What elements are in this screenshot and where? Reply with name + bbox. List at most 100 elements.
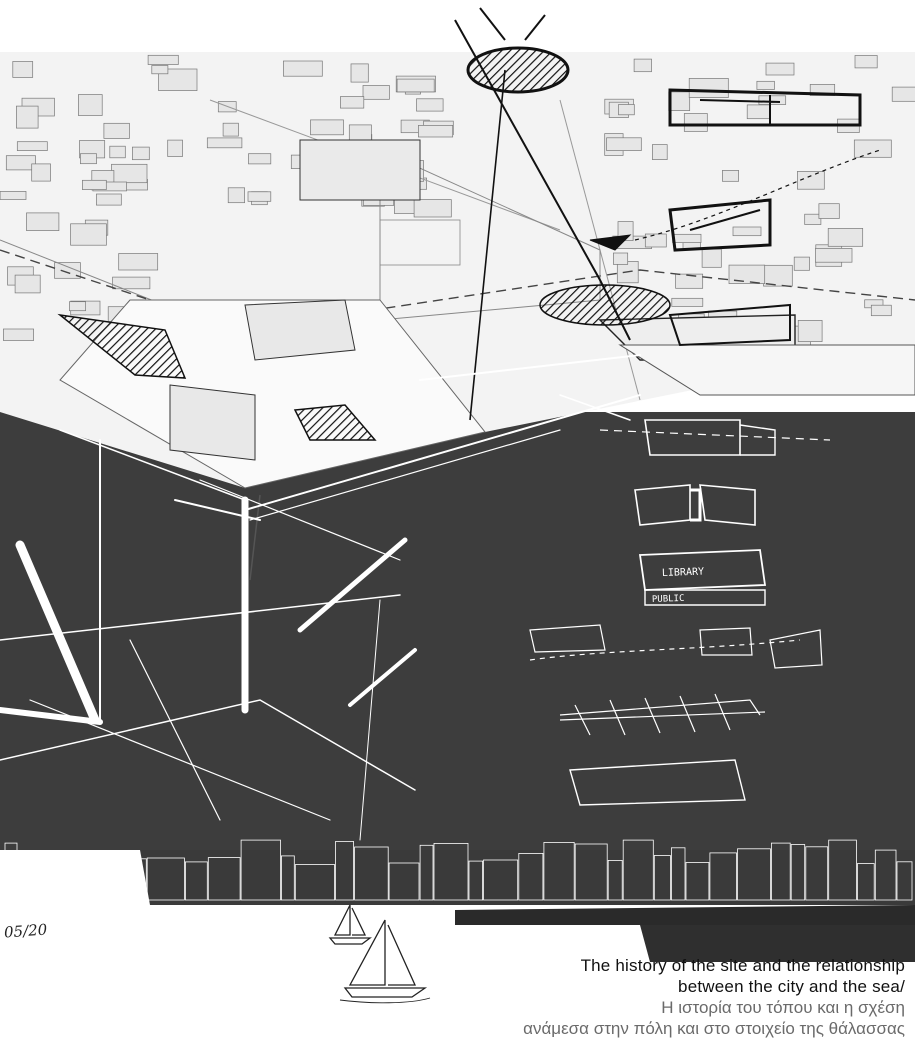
building-block bbox=[147, 54, 179, 65]
building-block bbox=[362, 85, 390, 100]
skyline-building bbox=[419, 844, 434, 901]
building-block bbox=[5, 155, 36, 171]
building-block bbox=[652, 144, 668, 160]
skyline-building bbox=[468, 860, 484, 901]
building-block bbox=[31, 163, 51, 182]
date-mark: 05/20 bbox=[3, 920, 48, 942]
skyline-building bbox=[207, 857, 241, 901]
caption-english-line-2: between the city and the sea/ bbox=[678, 977, 905, 996]
building-block bbox=[12, 61, 34, 78]
building-block bbox=[206, 137, 243, 149]
skyline-building bbox=[4, 842, 18, 901]
building-block bbox=[0, 191, 27, 200]
building-block bbox=[758, 95, 787, 105]
sea-field bbox=[0, 412, 915, 962]
building-block bbox=[668, 91, 691, 111]
skyline-building bbox=[433, 843, 469, 901]
building-block bbox=[853, 139, 892, 158]
building-block bbox=[69, 301, 86, 312]
skyline-building bbox=[685, 862, 710, 901]
skyline-building bbox=[737, 848, 771, 901]
skyline-building bbox=[857, 863, 875, 901]
skyline-building bbox=[671, 847, 686, 901]
building-block bbox=[132, 146, 150, 161]
skyline-building bbox=[874, 849, 897, 901]
building-block bbox=[151, 65, 169, 75]
building-block bbox=[340, 96, 365, 109]
skyline-building bbox=[483, 859, 519, 901]
building-block bbox=[688, 78, 729, 98]
skyline-building bbox=[828, 839, 857, 901]
skyline-building bbox=[240, 839, 281, 901]
building-block bbox=[797, 171, 825, 190]
building-block bbox=[109, 145, 126, 159]
building-block bbox=[606, 137, 642, 151]
building-block bbox=[756, 80, 775, 90]
dark-sketch-marks bbox=[57, 7, 881, 581]
skyline-building bbox=[805, 846, 829, 901]
building-block bbox=[3, 328, 34, 341]
building-block bbox=[418, 125, 454, 138]
city-building-blocks bbox=[0, 54, 915, 347]
waterfront-skyline bbox=[4, 839, 913, 901]
skyline-building bbox=[709, 852, 737, 901]
skyline-building bbox=[146, 857, 185, 901]
skyline-building bbox=[653, 855, 671, 901]
building-block bbox=[80, 153, 97, 165]
skyline-building bbox=[518, 853, 544, 901]
caption: The history of the site and the relation… bbox=[523, 955, 905, 1039]
building-block bbox=[613, 252, 629, 265]
building-block bbox=[765, 62, 795, 76]
building-block bbox=[227, 187, 245, 204]
building-block bbox=[14, 274, 41, 294]
building-block bbox=[815, 248, 853, 263]
building-block bbox=[416, 98, 444, 112]
skyline-building bbox=[64, 861, 97, 901]
building-block bbox=[167, 139, 183, 157]
building-block bbox=[396, 78, 435, 93]
building-block bbox=[675, 273, 704, 289]
skyline-building bbox=[607, 860, 623, 901]
skyline-building bbox=[790, 844, 806, 901]
building-block bbox=[413, 199, 452, 218]
building-block bbox=[158, 68, 198, 91]
white-chalk-lines bbox=[0, 354, 641, 841]
building-block bbox=[728, 264, 766, 284]
building-block bbox=[854, 55, 878, 69]
caption-greek-line-2: ανάμεσα στην πόλη και στο στοιχείο της θ… bbox=[523, 1019, 905, 1038]
building-block bbox=[818, 203, 840, 219]
building-block bbox=[350, 63, 369, 83]
building-block bbox=[16, 105, 39, 129]
skyline-building bbox=[335, 841, 354, 901]
building-block bbox=[247, 191, 272, 202]
building-block bbox=[111, 163, 148, 184]
skyline-building bbox=[280, 855, 295, 901]
building-block bbox=[722, 170, 739, 182]
skyline-building bbox=[354, 846, 389, 901]
sailboat-sketches bbox=[328, 904, 431, 1004]
skyline-building bbox=[388, 862, 420, 901]
building-block bbox=[633, 58, 652, 73]
building-block bbox=[804, 213, 822, 225]
skyline-building bbox=[622, 839, 654, 901]
sketch-label-library: LIBRARY bbox=[662, 567, 705, 579]
skyline-building bbox=[96, 856, 119, 901]
building-block bbox=[797, 320, 823, 342]
sketch-label-public: PUBLIC bbox=[652, 594, 685, 605]
skyline-building bbox=[118, 858, 147, 901]
building-block bbox=[891, 86, 915, 102]
building-block bbox=[222, 122, 239, 137]
building-block bbox=[82, 179, 107, 190]
skyline-building bbox=[771, 842, 791, 901]
building-block bbox=[746, 104, 771, 120]
skyline-building bbox=[17, 856, 48, 901]
skyline-building bbox=[47, 859, 65, 901]
building-block bbox=[644, 233, 667, 248]
building-block bbox=[763, 264, 793, 287]
building-block bbox=[671, 297, 704, 307]
building-block bbox=[683, 113, 708, 132]
building-block bbox=[870, 304, 892, 317]
caption-greek-line-1: Η ιστορία του τόπου και η σχέση bbox=[661, 998, 905, 1017]
building-block bbox=[310, 119, 344, 136]
